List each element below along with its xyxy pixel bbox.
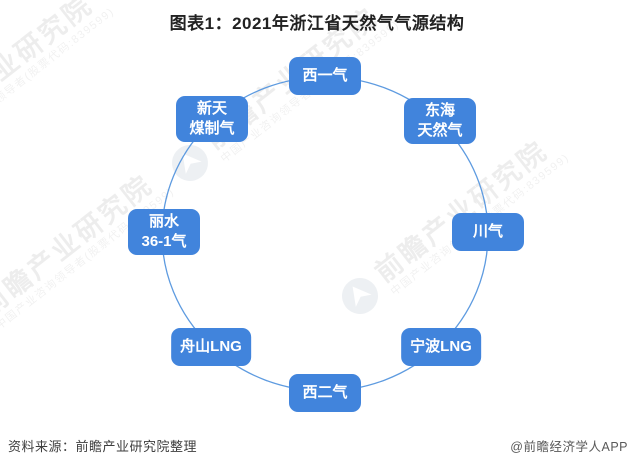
gas-source-node-bottom: 西二气 (289, 374, 361, 412)
data-source-text: 资料来源：前瞻产业研究院整理 (8, 439, 198, 454)
gas-source-node-left: 丽水 36-1气 (128, 209, 200, 255)
gas-source-node-top-right: 东海 天然气 (404, 98, 476, 144)
gas-source-node-right: 川气 (452, 213, 524, 251)
gas-source-node-bottom-right: 宁波LNG (401, 328, 481, 366)
footer: 资料来源：前瞻产业研究院整理 @前瞻经济学人APP (8, 436, 628, 455)
credit-text: @前瞻经济学人APP (510, 440, 628, 454)
gas-source-node-top: 西一气 (289, 57, 361, 95)
chart-title: 图表1：2021年浙江省天然气气源结构 (169, 14, 465, 33)
gas-source-node-top-left: 新天 煤制气 (176, 96, 248, 142)
gas-source-node-bottom-left: 舟山LNG (171, 328, 251, 366)
